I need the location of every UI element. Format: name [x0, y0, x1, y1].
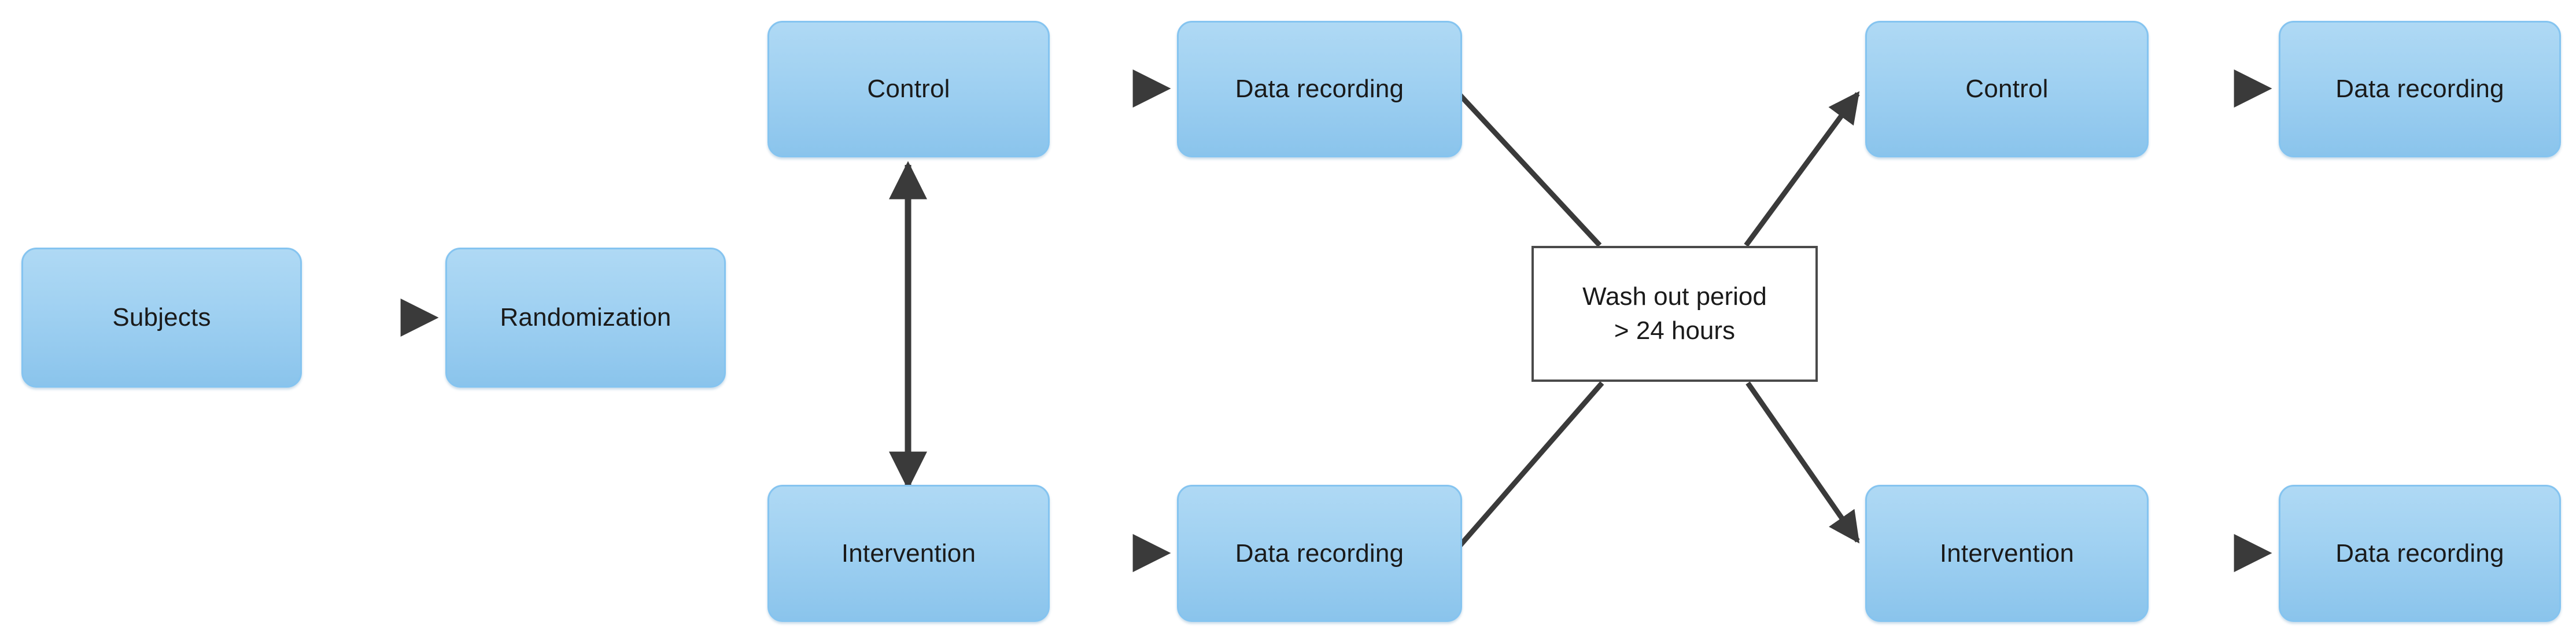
node-control-period2[interactable]: Control	[1865, 21, 2149, 157]
node-data-recording-period2-intervention-label: Data recording	[2335, 539, 2504, 568]
node-data-recording-period1-intervention[interactable]: Data recording	[1177, 485, 1462, 622]
node-intervention-period2-label: Intervention	[1939, 539, 2075, 568]
node-intervention-period1-label: Intervention	[841, 539, 976, 568]
node-randomization-label: Randomization	[500, 303, 671, 331]
node-control-period1[interactable]: Control	[767, 21, 1050, 157]
node-randomization[interactable]: Randomization	[445, 248, 726, 388]
node-washout-period-line2: > 24 hours	[1614, 316, 1736, 345]
node-data-recording-period1-control-label: Data recording	[1235, 75, 1404, 103]
node-data-recording-period2-intervention[interactable]: Data recording	[2279, 485, 2561, 622]
edge-datarecording2-to-washout	[1455, 381, 1604, 550]
edge-washout-to-intervention2	[1745, 381, 1860, 544]
node-data-recording-period2-control[interactable]: Data recording	[2279, 21, 2561, 157]
node-washout-period[interactable]: Wash out period > 24 hours	[1531, 246, 1818, 382]
node-subjects-label: Subjects	[112, 303, 211, 331]
node-control-period2-label: Control	[1965, 75, 2049, 103]
node-intervention-period2[interactable]: Intervention	[1865, 485, 2149, 622]
edge-datarecording1-to-washout	[1451, 86, 1602, 248]
node-data-recording-period1-control[interactable]: Data recording	[1177, 21, 1462, 157]
node-data-recording-period1-intervention-label: Data recording	[1235, 539, 1404, 568]
node-subjects[interactable]: Subjects	[21, 248, 302, 388]
node-washout-period-line1: Wash out period	[1582, 282, 1767, 311]
edge-washout-to-control2	[1744, 91, 1860, 247]
node-control-period1-label: Control	[867, 75, 950, 103]
node-washout-period-label: Wash out period > 24 hours	[1577, 280, 1773, 347]
node-intervention-period1[interactable]: Intervention	[767, 485, 1050, 622]
node-data-recording-period2-control-label: Data recording	[2335, 75, 2504, 103]
